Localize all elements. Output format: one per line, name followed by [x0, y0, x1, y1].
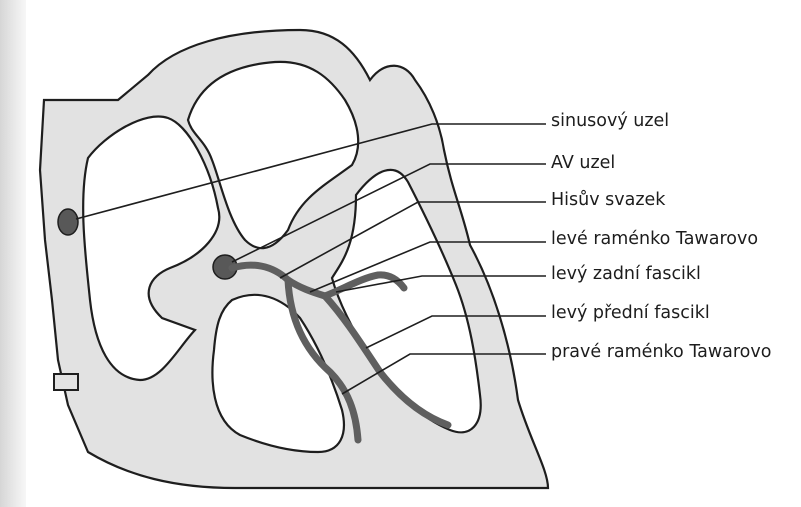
- label-right-bundle-branch: pravé raménko Tawarovo: [551, 341, 771, 363]
- vessel-stub: [54, 374, 78, 390]
- label-left-anterior-fascicle: levý přední fascikl: [551, 302, 710, 324]
- sa-node: [58, 209, 78, 235]
- label-sa-node: sinusový uzel: [551, 110, 669, 132]
- label-av-node: AV uzel: [551, 152, 615, 174]
- label-his-bundle: Hisův svazek: [551, 189, 665, 211]
- label-left-bundle-branch: levé raménko Tawarovo: [551, 228, 758, 250]
- label-left-posterior-fascicle: levý zadní fascikl: [551, 263, 701, 285]
